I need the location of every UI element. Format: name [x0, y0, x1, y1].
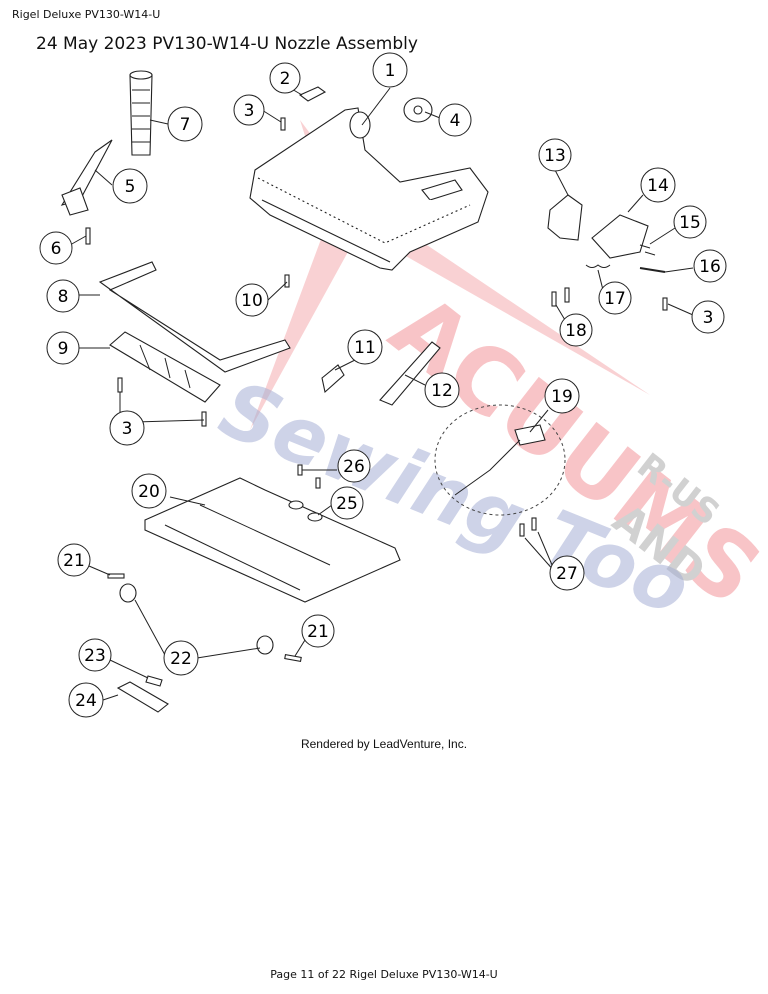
- svg-text:5: 5: [125, 177, 136, 197]
- callout-6: 6: [39, 231, 73, 265]
- part-bumper: [98, 261, 291, 373]
- callout-19: 19: [544, 378, 580, 414]
- svg-text:1: 1: [385, 61, 396, 81]
- svg-text:16: 16: [699, 257, 721, 277]
- callouts: 1 2 3 4 5 6 7 8 9 10 11 12 13 14 15 16 1…: [39, 52, 727, 718]
- part-4-bearing: [403, 97, 433, 123]
- callout-21-left: 21: [57, 543, 91, 577]
- svg-text:21: 21: [63, 551, 85, 571]
- svg-text:8: 8: [58, 287, 69, 307]
- part-19-harness: [434, 404, 566, 516]
- callout-3-right: 3: [691, 300, 725, 334]
- callout-27: 27: [549, 555, 585, 591]
- svg-text:24: 24: [75, 691, 97, 711]
- callout-14: 14: [640, 167, 676, 203]
- callout-18: 18: [559, 313, 593, 347]
- part-21-pins: [107, 573, 302, 662]
- part-24-bracket: [116, 681, 169, 713]
- part-22-wheels: [119, 583, 274, 655]
- callout-17: 17: [598, 281, 632, 315]
- callout-9: 9: [46, 331, 80, 365]
- part-13-bracket: [547, 194, 583, 241]
- part-screw-6: [85, 227, 91, 245]
- rendered-by-credit: Rendered by LeadVenture, Inc.: [300, 737, 468, 751]
- page-title: 24 May 2023 PV130-W14-U Nozzle Assembly: [36, 34, 418, 54]
- part-23-spring: [145, 675, 163, 687]
- svg-text:7: 7: [180, 115, 191, 135]
- callout-20: 20: [131, 473, 167, 509]
- callout-7: 7: [167, 106, 203, 142]
- svg-text:15: 15: [679, 213, 701, 233]
- svg-text:2: 2: [280, 69, 291, 89]
- svg-text:6: 6: [51, 239, 62, 259]
- svg-text:18: 18: [565, 321, 587, 341]
- callout-13: 13: [538, 138, 572, 172]
- callout-24: 24: [68, 682, 104, 718]
- svg-text:4: 4: [450, 111, 461, 131]
- svg-text:3: 3: [244, 101, 255, 121]
- part-14-switch: [591, 214, 649, 259]
- svg-text:10: 10: [241, 291, 263, 311]
- page-footer: Page 11 of 22 Rigel Deluxe PV130-W14-U: [270, 968, 498, 981]
- callout-25: 25: [330, 486, 364, 520]
- callout-23: 23: [78, 638, 112, 672]
- callout-2: 2: [269, 62, 301, 94]
- svg-text:20: 20: [138, 482, 160, 502]
- callout-5: 5: [112, 168, 148, 204]
- part-nozzle-hood: [249, 107, 489, 271]
- document-model-header: Rigel Deluxe PV130-W14-U: [12, 8, 161, 21]
- svg-text:12: 12: [431, 381, 453, 401]
- part-belt: [379, 341, 441, 406]
- svg-text:3: 3: [703, 308, 714, 328]
- svg-text:27: 27: [556, 564, 578, 584]
- part-20-bottom-plate: [144, 477, 401, 603]
- part-neck: [60, 139, 113, 216]
- svg-text:13: 13: [544, 146, 566, 166]
- part-screws-27: [519, 517, 537, 537]
- part-15-clips: [639, 244, 656, 256]
- callout-3-top: 3: [233, 94, 265, 126]
- callout-8: 8: [46, 279, 80, 313]
- part-screw-3-right: [662, 297, 668, 311]
- callout-21-right: 21: [301, 614, 335, 648]
- svg-text:14: 14: [647, 176, 669, 196]
- callout-22: 22: [163, 640, 199, 676]
- part-16-rod: [639, 267, 666, 273]
- callout-26: 26: [337, 449, 371, 483]
- part-light-cover: [321, 364, 345, 394]
- callout-11: 11: [347, 329, 383, 365]
- svg-text:21: 21: [307, 622, 329, 642]
- svg-text:23: 23: [84, 646, 106, 666]
- part-screw-3-top: [280, 117, 286, 131]
- callout-1: 1: [372, 52, 408, 88]
- svg-text:25: 25: [336, 494, 358, 514]
- part-base-plate: [109, 331, 221, 403]
- part-clip: [298, 86, 327, 102]
- callout-12: 12: [424, 372, 460, 408]
- callout-10: 10: [235, 283, 269, 317]
- svg-text:17: 17: [604, 289, 626, 309]
- svg-text:22: 22: [170, 649, 192, 669]
- svg-text:19: 19: [551, 387, 573, 407]
- part-screws-18: [551, 287, 570, 307]
- part-screw-10: [284, 274, 290, 288]
- part-17-spring: [585, 264, 611, 268]
- callout-4: 4: [438, 103, 472, 137]
- callout-3-left: 3: [109, 410, 145, 446]
- svg-text:26: 26: [343, 457, 365, 477]
- part-hose: [129, 70, 153, 156]
- svg-text:11: 11: [354, 338, 376, 358]
- callout-16: 16: [693, 249, 727, 283]
- callout-15: 15: [673, 205, 707, 239]
- svg-text:9: 9: [58, 339, 69, 359]
- svg-text:3: 3: [122, 419, 133, 439]
